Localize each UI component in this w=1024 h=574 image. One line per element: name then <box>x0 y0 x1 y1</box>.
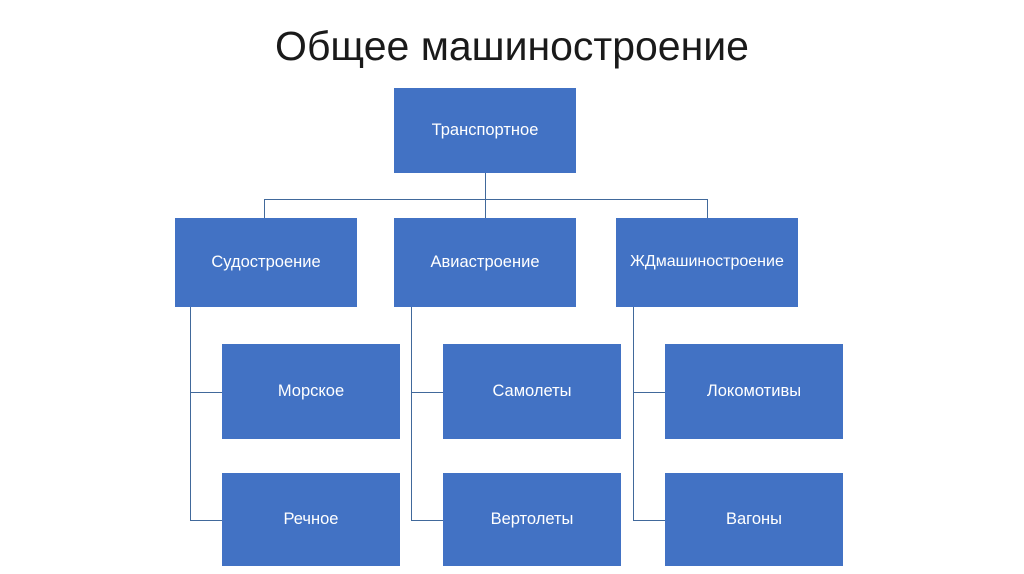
node-rechnoe[interactable]: Речное <box>222 473 400 566</box>
node-zhdmashinostroenie[interactable]: ЖДмашиностроение <box>616 218 798 307</box>
connector-drop-aviastroenie <box>485 199 486 218</box>
connector-drop-zhdmashinostroenie <box>707 199 708 218</box>
connector-stub-lokomotivy <box>633 392 665 393</box>
node-samolety[interactable]: Самолеты <box>443 344 621 439</box>
connector-drop-sudostroenie <box>264 199 265 218</box>
connector-root-stem <box>485 173 486 200</box>
node-vertolety[interactable]: Вертолеты <box>443 473 621 566</box>
connector-stub-vertolety <box>411 520 443 521</box>
connector-spine-aviastroenie <box>411 307 412 520</box>
connector-stub-vagony <box>633 520 665 521</box>
connector-stub-samolety <box>411 392 443 393</box>
connector-level1-bus <box>264 199 708 200</box>
node-aviastroenie[interactable]: Авиастроение <box>394 218 576 307</box>
connector-spine-zhdmashinostroenie <box>633 307 634 520</box>
page-title: Общее машиностроение <box>275 23 749 69</box>
connector-stub-rechnoe <box>190 520 222 521</box>
node-lokomotivy[interactable]: Локомотивы <box>665 344 843 439</box>
node-vagony[interactable]: Вагоны <box>665 473 843 566</box>
connector-spine-sudostroenie <box>190 307 191 520</box>
connector-stub-morskoe <box>190 392 222 393</box>
node-morskoe[interactable]: Морское <box>222 344 400 439</box>
node-sudostroenie[interactable]: Судостроение <box>175 218 357 307</box>
node-root-transportnoe[interactable]: Транспортное <box>394 88 576 173</box>
